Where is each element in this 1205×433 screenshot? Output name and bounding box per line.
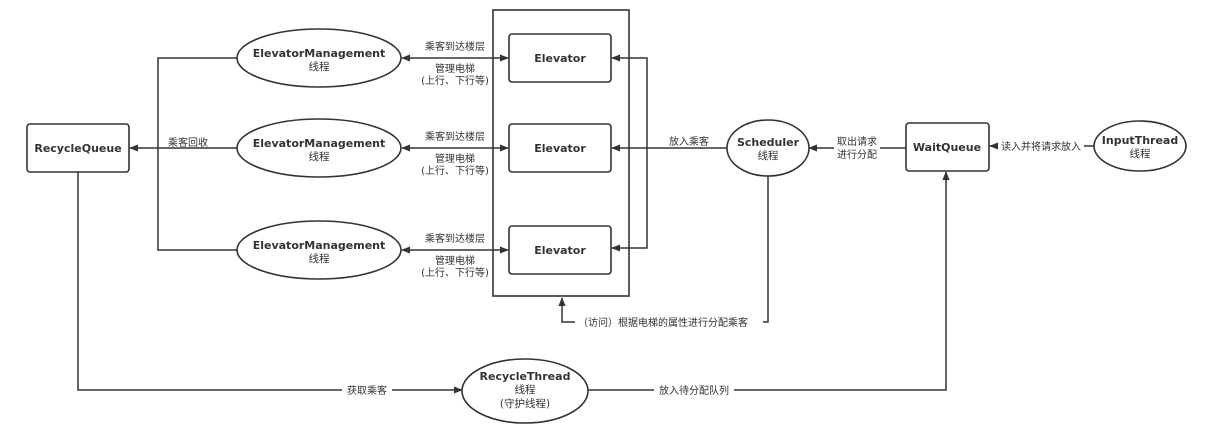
- label-manage-elevator-3: 管理电梯: [435, 254, 475, 267]
- arrow-to-elevator3: [611, 148, 648, 252]
- em3-subtitle: 线程: [309, 252, 330, 265]
- edge-recycle-queue-to-thread: [77, 172, 463, 394]
- label-fetch-passenger: 获取乘客: [347, 384, 387, 397]
- label-put-passenger: 放入乘客: [669, 135, 709, 148]
- em1-title: ElevatorManagement: [253, 47, 386, 60]
- arrow-to-elevator1: [611, 54, 648, 148]
- edge-labels: 乘客回收 乘客到达楼层 管理电梯 (上行、下行等) 乘客到达楼层 管理电梯 (上…: [168, 40, 1084, 397]
- label-read-and-put: 读入并将请求放入: [1001, 140, 1081, 153]
- label-take-request: 取出请求: [837, 135, 877, 148]
- recycle-queue-title: RecycleQueue: [34, 142, 121, 155]
- em2-title: ElevatorManagement: [253, 137, 386, 150]
- wait-queue-title: WaitQueue: [913, 141, 981, 154]
- recycle-thread-title: RecycleThread: [480, 370, 571, 383]
- elevator2-title: Elevator: [534, 142, 586, 155]
- scheduler-title: Scheduler: [737, 136, 800, 149]
- node-recycle-thread[interactable]: RecycleThread 线程 (守护线程): [461, 358, 589, 424]
- edge-em-to-recycle-queue: [129, 57, 237, 251]
- label-arrive-floor-1: 乘客到达楼层: [425, 40, 485, 53]
- label-arrive-floor-2: 乘客到达楼层: [425, 130, 485, 143]
- collector-line: [157, 57, 237, 251]
- node-elevator-management-1[interactable]: ElevatorManagement 线程: [236, 28, 402, 88]
- input-thread-subtitle: 线程: [1130, 147, 1152, 160]
- label-scheduler-access: （访问）根据电梯的属性进行分配乘客: [578, 316, 748, 329]
- em2-subtitle: 线程: [309, 150, 330, 163]
- edge-thread-to-waitqueue: [588, 171, 950, 391]
- label-up-down-3: (上行、下行等): [421, 266, 489, 279]
- em3-title: ElevatorManagement: [253, 239, 386, 252]
- node-wait-queue[interactable]: WaitQueue: [905, 122, 990, 172]
- recycle-thread-subtitle: 线程: [515, 383, 536, 396]
- elevator3-title: Elevator: [534, 244, 586, 257]
- recycle-thread-daemon-note: (守护线程): [500, 397, 550, 410]
- node-elevator-3[interactable]: Elevator: [508, 225, 612, 275]
- label-put-wait-queue: 放入待分配队列: [659, 384, 729, 397]
- node-elevator-management-3[interactable]: ElevatorManagement 线程: [236, 220, 402, 280]
- em1-subtitle: 线程: [309, 60, 330, 73]
- label-manage-elevator-1: 管理电梯: [435, 62, 475, 75]
- node-scheduler[interactable]: Scheduler 线程: [726, 119, 810, 177]
- label-manage-elevator-2: 管理电梯: [435, 152, 475, 165]
- label-assign: 进行分配: [837, 148, 877, 161]
- elevator1-title: Elevator: [534, 52, 586, 65]
- node-elevator-1[interactable]: Elevator: [508, 33, 612, 83]
- node-elevator-2[interactable]: Elevator: [508, 123, 612, 173]
- label-up-down-1: (上行、下行等): [421, 74, 489, 87]
- node-elevator-management-2[interactable]: ElevatorManagement 线程: [236, 118, 402, 178]
- input-thread-title: InputThread: [1102, 134, 1178, 147]
- node-input-thread[interactable]: InputThread 线程: [1093, 120, 1187, 172]
- label-up-down-2: (上行、下行等): [421, 164, 489, 177]
- node-recycle-queue[interactable]: RecycleQueue: [26, 123, 130, 173]
- edge-scheduler-to-elevators: [611, 54, 727, 252]
- label-passenger-recycle: 乘客回收: [168, 136, 208, 149]
- label-arrive-floor-3: 乘客到达楼层: [425, 232, 485, 245]
- elevator-group-container: [492, 9, 630, 297]
- scheduler-subtitle: 线程: [758, 149, 779, 162]
